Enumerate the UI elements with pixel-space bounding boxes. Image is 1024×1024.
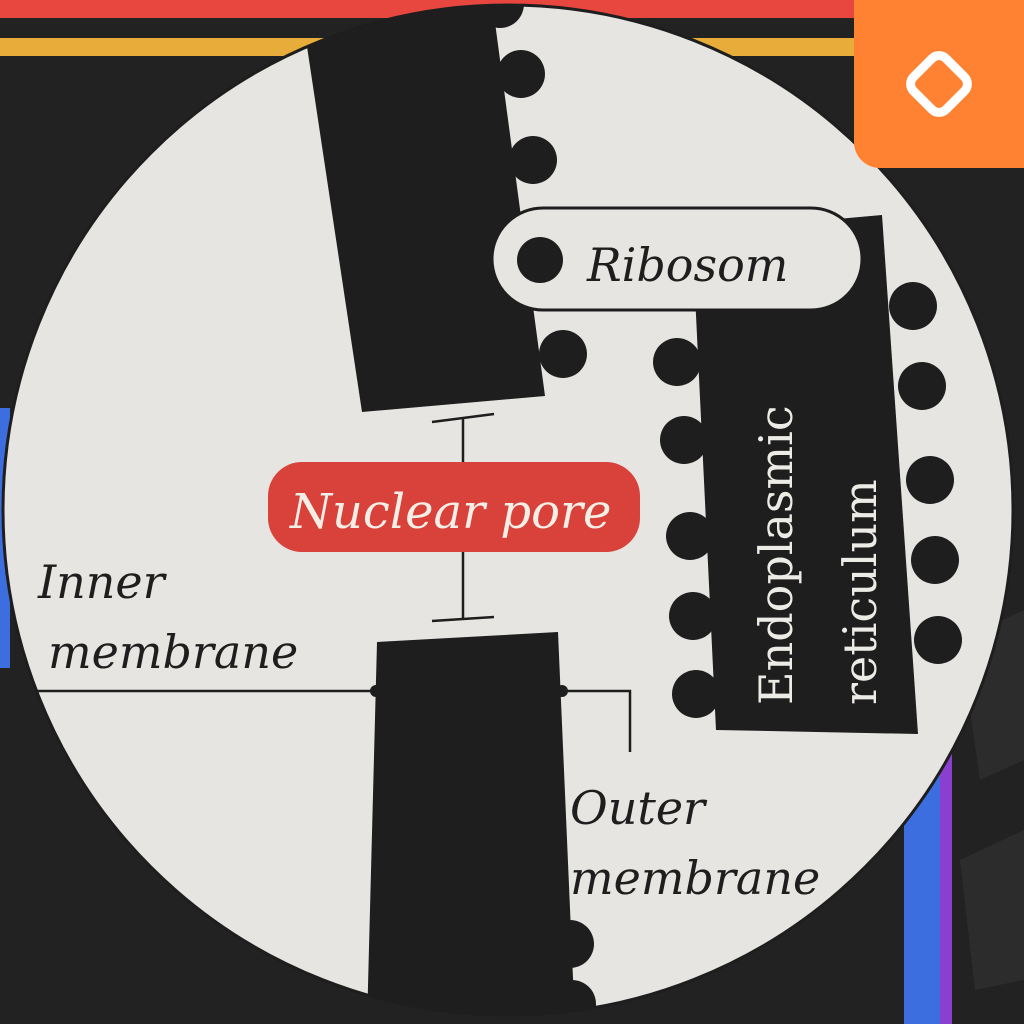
er-label-line2: reticulum [833, 479, 887, 705]
ribosome-callout-dot [517, 237, 563, 283]
ribosome-dot [476, 5, 524, 28]
endoplasmic-reticulum-block [692, 215, 918, 734]
ribosome-dot [509, 136, 557, 184]
nuclear-envelope-upper [300, 5, 545, 412]
inner-membrane-label-line2: membrane [48, 625, 298, 679]
outer-membrane-label-line2: membrane [570, 851, 820, 905]
outer-membrane-anchor [556, 685, 568, 697]
er-ribosome-dot [914, 616, 962, 664]
nuclear-pore-label: Nuclear pore [289, 484, 611, 540]
background-shape [960, 830, 1024, 990]
er-ribosome-dot [669, 592, 717, 640]
er-ribosome-dot [660, 416, 708, 464]
er-label-line1: Endoplasmic [749, 405, 803, 705]
diamond-outline-icon [906, 51, 972, 117]
outer-membrane-label-line1: Outer [570, 781, 708, 835]
inner-membrane-label-line1: Inner [37, 555, 168, 609]
ribosome-label: Ribosom [586, 238, 788, 292]
er-ribosome-dot [911, 536, 959, 584]
ribosome-dot [548, 980, 596, 1015]
er-ribosome-dot [672, 670, 720, 718]
er-ribosome-dot [898, 362, 946, 410]
er-ribosome-dot [906, 456, 954, 504]
er-ribosome-dot [653, 338, 701, 386]
ribosome-dot [539, 330, 587, 378]
sketch-doodle [63, 977, 148, 1015]
ribosome-callout-pill [490, 206, 864, 312]
ribosome-dot [497, 50, 545, 98]
corner-badge[interactable] [854, 0, 1024, 168]
er-ribosome-dot [889, 282, 937, 330]
ribosome-dot [546, 920, 594, 968]
right-side-panel-purple [940, 740, 952, 1024]
outer-membrane-leader [562, 689, 632, 752]
inner-membrane-anchor [370, 685, 382, 697]
er-ribosome-dot [666, 512, 714, 560]
nuclear-pore-label-bg [268, 462, 640, 552]
dashed-guide-line [3, 959, 201, 1015]
pore-marker-bottom-cap [431, 615, 495, 623]
nuclear-envelope-lower [367, 632, 575, 1015]
